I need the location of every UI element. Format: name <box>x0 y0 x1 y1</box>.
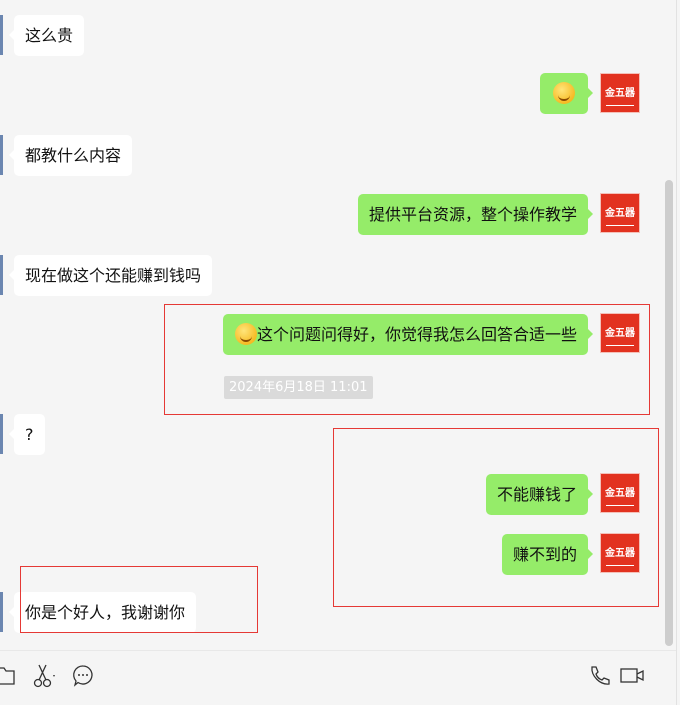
divider <box>676 0 677 705</box>
outgoing-message[interactable]: 不能赚钱了 <box>485 474 594 515</box>
contact-avatar[interactable] <box>0 255 3 295</box>
highlight-box <box>333 428 659 607</box>
toolbar-divider <box>0 650 676 651</box>
contact-avatar[interactable] <box>0 414 3 454</box>
incoming-message[interactable]: 现在做这个还能赚到钱吗 <box>8 255 213 296</box>
my-avatar[interactable]: 金五器 <box>600 473 640 513</box>
avatar-text: 金五器 <box>605 488 635 499</box>
scissors-icon[interactable] <box>32 663 58 689</box>
smirk-emoji-icon <box>553 82 575 104</box>
outgoing-message[interactable]: 提供平台资源，整个操作教学 <box>357 194 594 235</box>
avatar-text: 金五器 <box>605 328 635 339</box>
contact-avatar[interactable] <box>0 135 3 175</box>
contact-avatar[interactable] <box>0 592 3 632</box>
highlight-box <box>20 566 258 633</box>
voice-call-icon[interactable] <box>588 664 612 688</box>
my-avatar[interactable]: 金五器 <box>600 193 640 233</box>
incoming-message[interactable]: 这么贵 <box>8 15 85 56</box>
timestamp: 2024年6月18日 11:01 <box>224 376 373 399</box>
grin-emoji-icon <box>234 323 257 345</box>
contact-avatar[interactable] <box>0 15 3 55</box>
my-avatar[interactable]: 金五器 <box>600 533 640 573</box>
message-text: 这个问题问得好，你觉得我怎么回答合适一些 <box>256 325 577 344</box>
scrollbar[interactable] <box>665 180 673 646</box>
my-avatar[interactable]: 金五器 <box>600 73 640 113</box>
folder-icon[interactable] <box>0 666 16 686</box>
outgoing-message[interactable]: 赚不到的 <box>501 534 594 575</box>
incoming-message[interactable]: 都教什么内容 <box>8 135 133 176</box>
incoming-message[interactable]: 你是个好人，我谢谢你 <box>8 592 197 633</box>
avatar-text: 金五器 <box>605 208 635 219</box>
my-avatar[interactable]: 金五器 <box>600 313 640 353</box>
video-call-icon[interactable] <box>620 666 646 686</box>
incoming-message[interactable]: ? <box>9 414 45 455</box>
avatar-text: 金五器 <box>605 88 635 99</box>
outgoing-message[interactable]: 这个问题问得好，你觉得我怎么回答合适一些 <box>222 314 594 355</box>
avatar-text: 金五器 <box>605 548 635 559</box>
chat-history-icon[interactable] <box>72 664 96 688</box>
highlight-box <box>164 304 650 415</box>
outgoing-emoji-message[interactable] <box>540 73 593 114</box>
